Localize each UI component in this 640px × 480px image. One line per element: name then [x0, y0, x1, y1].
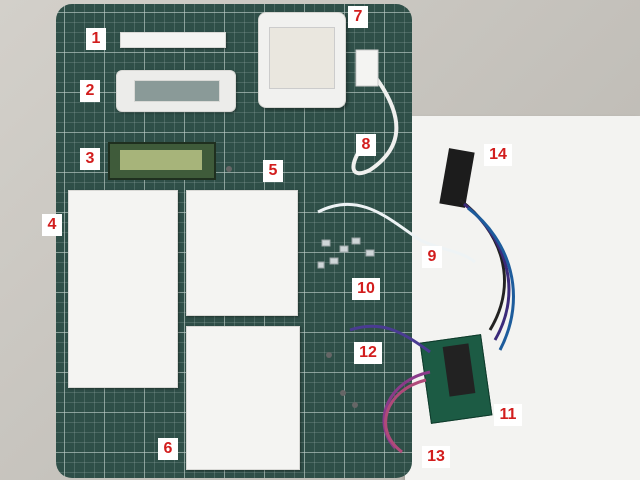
label-1: 1 [86, 28, 106, 50]
part-12-wire [349, 324, 431, 354]
part-1-bar [120, 32, 226, 48]
part-7-ac-adapter [258, 12, 346, 108]
label-2: 2 [80, 80, 100, 102]
part-13-wire [382, 370, 431, 449]
label-8: 8 [356, 134, 376, 156]
label-12: 12 [354, 342, 382, 364]
part-9-cable [317, 202, 476, 264]
label-4: 4 [42, 214, 62, 236]
screw [340, 390, 346, 396]
usb-plug [355, 49, 379, 87]
part-6-panel [186, 326, 300, 470]
label-9: 9 [422, 246, 442, 268]
label-3: 3 [80, 148, 100, 170]
lcd-screen [120, 150, 202, 170]
part-10-small-parts [317, 237, 375, 269]
label-11: 11 [494, 404, 522, 426]
screw [226, 166, 232, 172]
part-5-panel [186, 190, 298, 316]
label-13: 13 [422, 446, 450, 468]
part-2-frame-window [134, 80, 220, 102]
label-10: 10 [352, 278, 380, 300]
label-7: 7 [348, 6, 368, 28]
screw [326, 352, 332, 358]
wire-cyan [467, 206, 515, 351]
label-5: 5 [263, 160, 283, 182]
label-14: 14 [484, 144, 512, 166]
part-13-wire-2 [384, 378, 427, 454]
part-3-lcd-module [108, 142, 216, 180]
adapter-label-sticker [269, 27, 335, 89]
part-8-usb-cable [351, 68, 399, 176]
label-6: 6 [158, 438, 178, 460]
screw [352, 402, 358, 408]
part-4-panel [68, 190, 178, 388]
